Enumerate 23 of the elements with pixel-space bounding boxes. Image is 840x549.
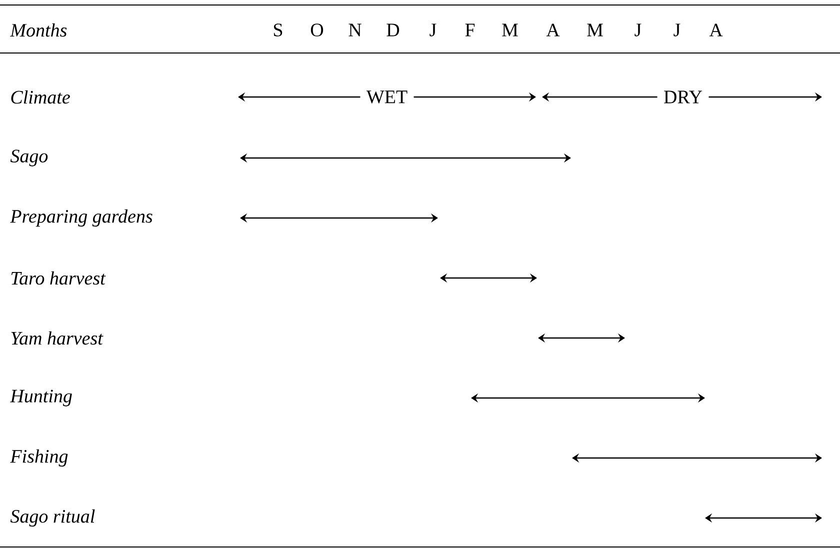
- month-label: A: [546, 24, 560, 36]
- month-label: M: [587, 24, 603, 36]
- month-label: D: [386, 24, 400, 36]
- month-label: S: [274, 24, 282, 36]
- row-label: Preparing gardens: [10, 209, 152, 227]
- month-label: O: [310, 24, 324, 36]
- month-label: F: [465, 24, 475, 36]
- month-label: A: [709, 24, 723, 36]
- season-label: DRY: [664, 90, 702, 104]
- row-label: Climate: [11, 90, 70, 104]
- row-label: Fishing: [10, 449, 68, 467]
- row-label: Yam harvest: [11, 331, 104, 345]
- month-label: J: [430, 24, 436, 36]
- month-label: J: [634, 24, 642, 36]
- month-label: M: [502, 24, 518, 36]
- row-label: Sago: [10, 150, 48, 166]
- month-label: N: [348, 24, 362, 36]
- month-label: J: [674, 24, 680, 36]
- season-label: WET: [366, 90, 408, 104]
- row-label: Hunting: [10, 390, 72, 406]
- row-label: Sago ritual: [10, 509, 95, 527]
- row-label: Taro harvest: [11, 271, 106, 285]
- column-heading: Months: [10, 23, 67, 37]
